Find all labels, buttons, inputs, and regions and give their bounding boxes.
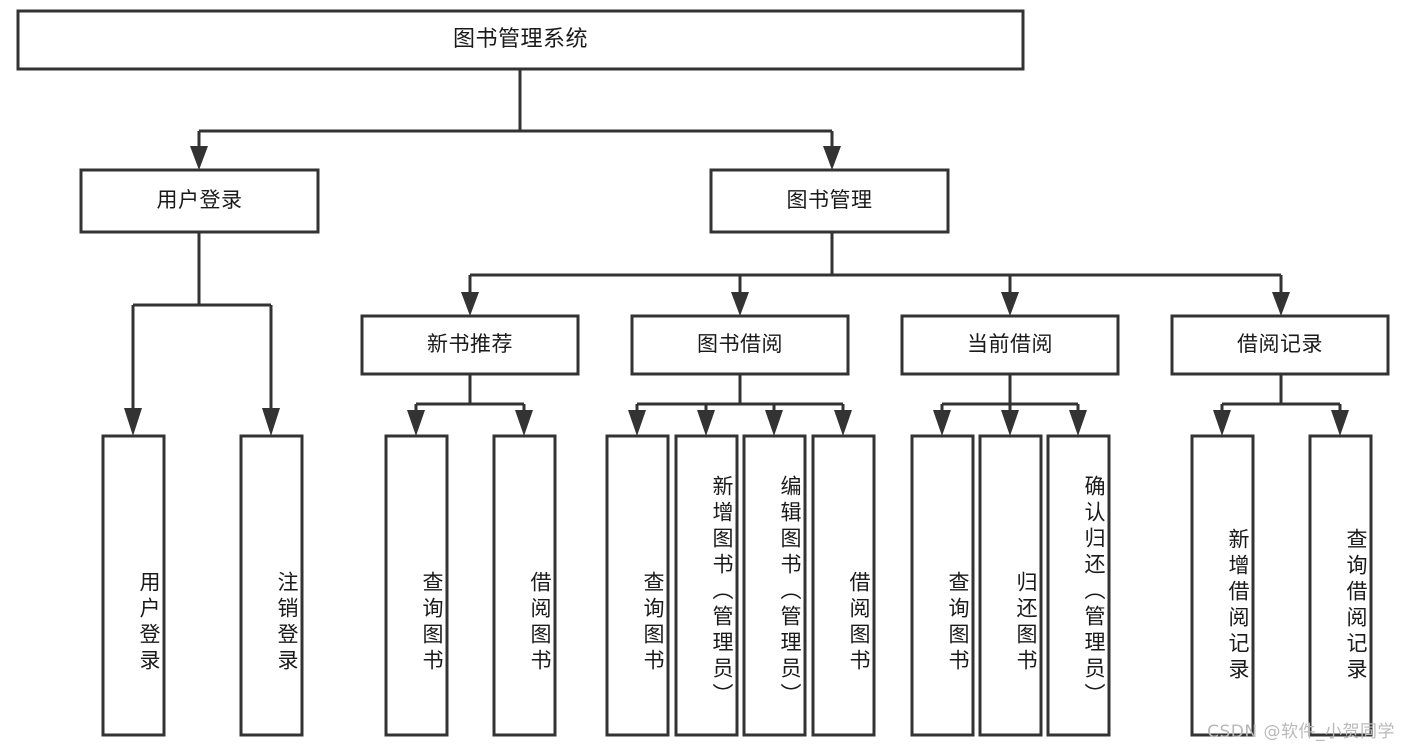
node-box-borrow-record[interactable] [1170, 314, 1390, 376]
connector-new-book-recommend-to-leaves [407, 374, 533, 436]
node-box-leaf-confirm-return[interactable] [1046, 434, 1111, 737]
connector-current-borrow-to-leaves [933, 374, 1087, 436]
node-box-leaf-user-logout[interactable] [239, 434, 304, 737]
node-box-user-login[interactable] [79, 168, 320, 234]
node-box-new-book-recommend[interactable] [360, 314, 580, 376]
node-box-leaf-edit-book[interactable] [742, 434, 807, 737]
node-box-book-borrow[interactable] [630, 314, 850, 376]
watermark-text: CSDN @软件_小贺同学 [1207, 722, 1395, 742]
connector-book-borrow-to-leaves [628, 374, 852, 436]
node-box-leaf-query-book-1[interactable] [384, 434, 449, 737]
node-box-leaf-query-book-3[interactable] [910, 434, 975, 737]
node-box-leaf-borrow-book-1[interactable] [492, 434, 557, 737]
node-box-root[interactable] [16, 9, 1025, 71]
node-box-leaf-query-book-2[interactable] [605, 434, 670, 737]
node-box-leaf-return-book[interactable] [978, 434, 1043, 737]
connector-root-to-level2 [190, 70, 841, 170]
node-box-leaf-query-record[interactable] [1308, 434, 1373, 737]
node-box-leaf-user-login[interactable] [101, 434, 166, 737]
connector-user-login-to-leaves [124, 232, 280, 436]
connector-borrow-record-to-leaves [1213, 374, 1349, 436]
node-box-leaf-add-record[interactable] [1190, 434, 1255, 737]
node-box-leaf-add-book[interactable] [674, 434, 739, 737]
connector-book-manage-to-level3 [461, 232, 1290, 316]
node-box-book-manage[interactable] [709, 168, 950, 234]
node-box-current-borrow[interactable] [900, 314, 1120, 376]
node-box-leaf-borrow-book-2[interactable] [811, 434, 876, 737]
